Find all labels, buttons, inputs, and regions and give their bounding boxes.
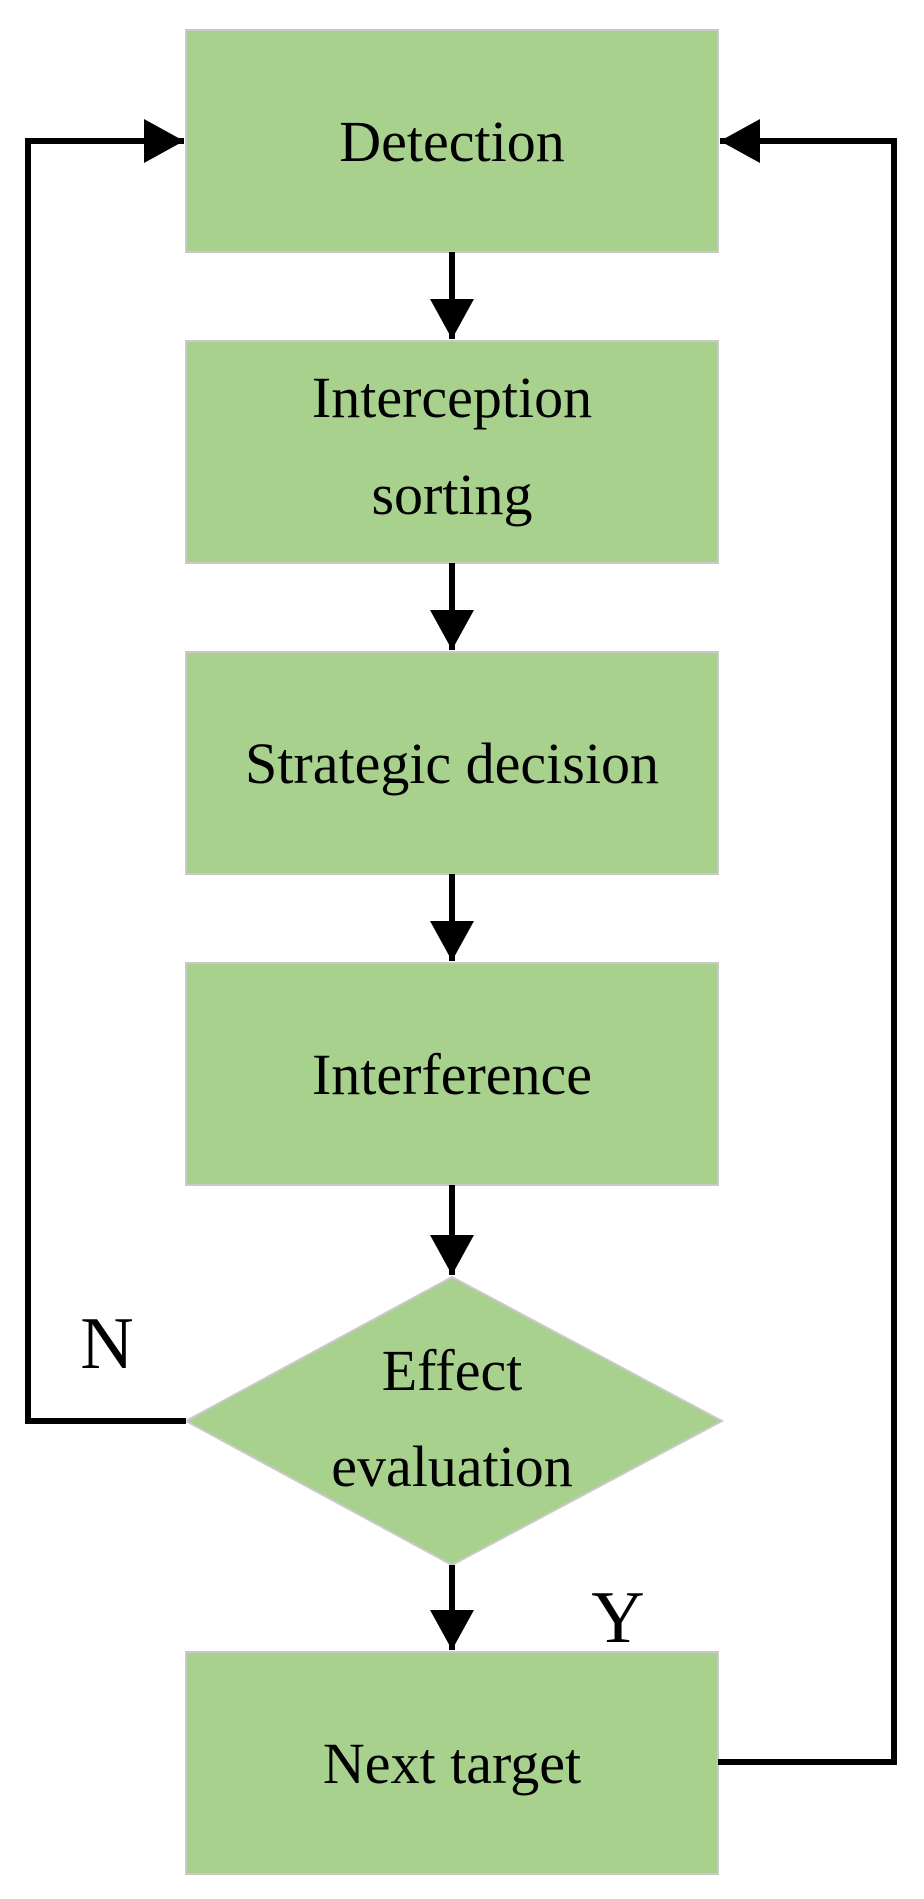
node-next-target: Next target bbox=[185, 1651, 719, 1875]
node-effect-evaluation-diamond bbox=[183, 1275, 725, 1567]
node-interference-label: Interference bbox=[312, 1042, 592, 1107]
node-effect-evaluation: Effect evaluation bbox=[183, 1275, 725, 1567]
edge-effect-evaluation-to-detection-no bbox=[25, 119, 186, 1424]
node-interception-sorting-label-line-1: Interception bbox=[312, 365, 592, 430]
edge-next-target-to-detection bbox=[718, 119, 897, 1765]
node-strategic-decision: Strategic decision bbox=[185, 651, 719, 875]
node-effect-evaluation-label-line-1: Effect bbox=[382, 1338, 523, 1403]
node-strategic-decision-box bbox=[185, 651, 719, 875]
node-effect-evaluation-label-line-2: evaluation bbox=[331, 1434, 573, 1499]
node-interception-sorting-box bbox=[185, 340, 719, 564]
node-interception-sorting: Interception sorting bbox=[185, 340, 719, 564]
node-detection: Detection bbox=[185, 29, 719, 253]
node-strategic-decision-label: Strategic decision bbox=[245, 731, 659, 796]
node-interference-box bbox=[185, 962, 719, 1186]
node-interception-sorting-label-line-2: sorting bbox=[371, 462, 532, 527]
node-next-target-label: Next target bbox=[323, 1731, 581, 1796]
node-next-target-box bbox=[185, 1651, 719, 1875]
node-interference: Interference bbox=[185, 962, 719, 1186]
branch-label-no: N bbox=[80, 1303, 133, 1385]
node-detection-box bbox=[185, 29, 719, 253]
branch-label-yes: Y bbox=[591, 1577, 644, 1659]
node-detection-label: Detection bbox=[339, 109, 564, 174]
